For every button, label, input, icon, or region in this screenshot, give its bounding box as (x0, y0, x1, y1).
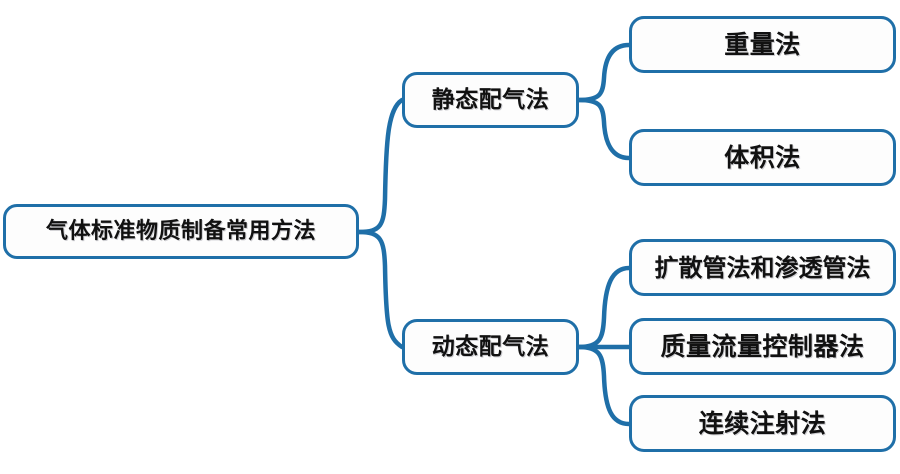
root-node[interactable]: 气体标准物质制备常用方法 (3, 204, 359, 259)
leaf-node-injection[interactable]: 连续注射法 (629, 395, 896, 452)
leaf-node-diffusion-label: 扩散管法和渗透管法 (654, 253, 871, 282)
connector-dynamic-to-diffusion (576, 265, 632, 350)
connector-root-to-static (356, 97, 405, 235)
leaf-node-volumetric[interactable]: 体积法 (629, 129, 896, 186)
root-node-label: 气体标准物质制备常用方法 (45, 218, 316, 244)
leaf-node-injection-label: 连续注射法 (698, 409, 827, 438)
leaf-node-volumetric-label: 体积法 (724, 143, 801, 172)
branch-node-static[interactable]: 静态配气法 (402, 72, 579, 128)
connector-root-to-dynamic (356, 229, 405, 350)
leaf-node-massflow-label: 质量流量控制器法 (660, 332, 865, 361)
leaf-node-gravimetric-label: 重量法 (724, 30, 801, 59)
leaf-node-massflow[interactable]: 质量流量控制器法 (629, 318, 896, 375)
connector-static-to-gravimetric (576, 42, 632, 103)
branch-node-dynamic[interactable]: 动态配气法 (402, 319, 579, 375)
leaf-node-diffusion[interactable]: 扩散管法和渗透管法 (629, 239, 896, 296)
connector-static-to-volumetric (576, 97, 632, 161)
leaf-node-gravimetric[interactable]: 重量法 (629, 16, 896, 73)
branch-node-static-label: 静态配气法 (431, 86, 550, 113)
connector-dynamic-to-injection (576, 344, 632, 427)
branch-node-dynamic-label: 动态配气法 (431, 333, 550, 360)
